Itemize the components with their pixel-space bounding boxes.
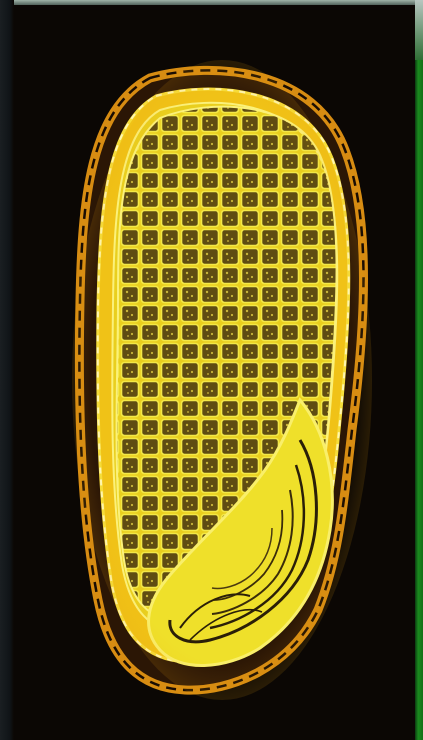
seed-glow xyxy=(72,60,372,700)
